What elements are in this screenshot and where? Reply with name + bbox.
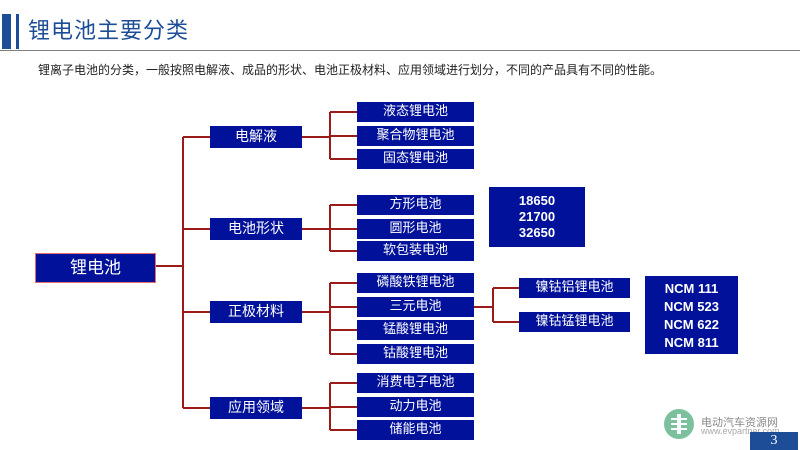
cell-size-item: 32650 <box>518 225 556 240</box>
cell-size-list: 18650 21700 32650 <box>489 187 585 247</box>
intro-text: 锂离子电池的分类，一般按照电解液、成品的形状、电池正极材料、应用领域进行划分，不… <box>38 63 663 77</box>
category-electrolyte: 电解液 <box>210 126 302 148</box>
leaf-lmo: 锰酸锂电池 <box>357 320 474 340</box>
ncm-grade-item: NCM 811 <box>664 335 719 350</box>
leaf-prismatic: 方形电池 <box>357 195 474 215</box>
leaf-liquid: 液态锂电池 <box>357 102 474 122</box>
watermark-logo-icon <box>664 409 694 439</box>
category-application: 应用领域 <box>210 397 302 419</box>
watermark-name: 电动汽车资源网 <box>701 416 778 429</box>
category-shape: 电池形状 <box>210 218 302 240</box>
page-number: 3 <box>750 432 798 450</box>
leaf-lfp: 磷酸铁锂电池 <box>357 273 474 293</box>
leaf-cylindrical: 圆形电池 <box>357 219 474 239</box>
category-cathode: 正极材料 <box>210 301 302 323</box>
ncm-grade-item: NCM 622 <box>664 317 719 332</box>
title-divider <box>0 50 800 51</box>
leaf-ternary: 三元电池 <box>357 297 474 317</box>
cell-size-item: 18650 <box>518 193 556 208</box>
page-title: 锂电池主要分类 <box>28 19 190 44</box>
leaf-solid-state: 固态锂电池 <box>357 149 474 169</box>
leaf-consumer: 消费电子电池 <box>357 373 474 393</box>
ncm-grade-item: NCM 523 <box>664 299 719 314</box>
ncm-grade-item: NCM 111 <box>664 281 719 296</box>
leaf-power: 动力电池 <box>357 397 474 417</box>
root-node: 锂电池 <box>35 253 156 283</box>
leaf-storage: 储能电池 <box>357 420 474 440</box>
watermark-url: www.evpartner.com <box>701 426 780 436</box>
leaf-nca: 镍钴铝锂电池 <box>519 278 630 298</box>
title-accent-bar <box>16 14 19 49</box>
ncm-grade-list: NCM 111 NCM 523 NCM 622 NCM 811 <box>645 276 738 354</box>
title-accent-block <box>2 14 11 49</box>
leaf-pouch: 软包装电池 <box>357 241 474 261</box>
leaf-ncm: 镍钴锰锂电池 <box>519 312 630 332</box>
cell-size-item: 21700 <box>518 209 556 224</box>
leaf-polymer: 聚合物锂电池 <box>357 126 474 146</box>
leaf-lco: 钴酸锂电池 <box>357 344 474 364</box>
